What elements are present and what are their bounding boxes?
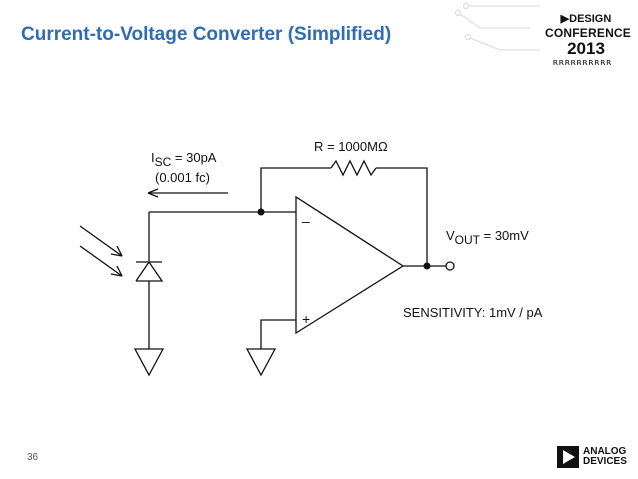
logo-line-conference: CONFERENCE — [545, 26, 632, 40]
resistor-label: R = 1000MΩ — [314, 139, 388, 154]
photodiode-icon — [135, 260, 164, 282]
logo-line-year: 2013 — [567, 39, 605, 58]
sensitivity-label: SENSITIVITY: 1mV / pA — [403, 305, 543, 320]
wordmark-line-1: ANALOG — [583, 446, 627, 457]
ground-icon-left — [133, 348, 165, 377]
junction-dot-input — [257, 208, 265, 216]
current-note: (0.001 fc) — [155, 170, 210, 185]
resistor-icon — [330, 159, 377, 177]
noninverting-input-label: + — [302, 311, 310, 327]
light-arrow-icon-2 — [79, 245, 123, 277]
current-label: ISC = 30pA — [151, 150, 217, 169]
logo-line-pattern: ʀʀʀʀʀʀʀʀʀʀ — [553, 58, 613, 68]
feedback-wire — [260, 167, 331, 212]
junction-dot-output — [423, 262, 431, 270]
analog-devices-wordmark: ANALOG DEVICES — [583, 447, 627, 467]
wordmark-line-2: DEVICES — [583, 456, 627, 467]
slide-title: Current-to-Voltage Converter (Simplified… — [21, 24, 392, 45]
page-number: 36 — [27, 452, 39, 463]
light-arrow-icon-1 — [79, 225, 123, 257]
op-amp-icon — [295, 195, 405, 335]
output-terminal-icon — [445, 261, 455, 271]
analog-devices-mark-icon — [557, 446, 579, 468]
logo-line-design: ▶DESIGN — [560, 13, 612, 25]
noninv-wire — [260, 319, 296, 349]
ground-icon-right — [245, 348, 277, 377]
analog-devices-logo: ANALOG DEVICES — [557, 446, 637, 472]
design-conference-logo: ▶DESIGN CONFERENCE 2013 ʀʀʀʀʀʀʀʀʀʀ — [545, 14, 633, 74]
inverting-input-label: – — [302, 213, 310, 229]
feedback-wire-right — [376, 167, 428, 266]
output-label: VOUT = 30mV — [446, 228, 529, 247]
